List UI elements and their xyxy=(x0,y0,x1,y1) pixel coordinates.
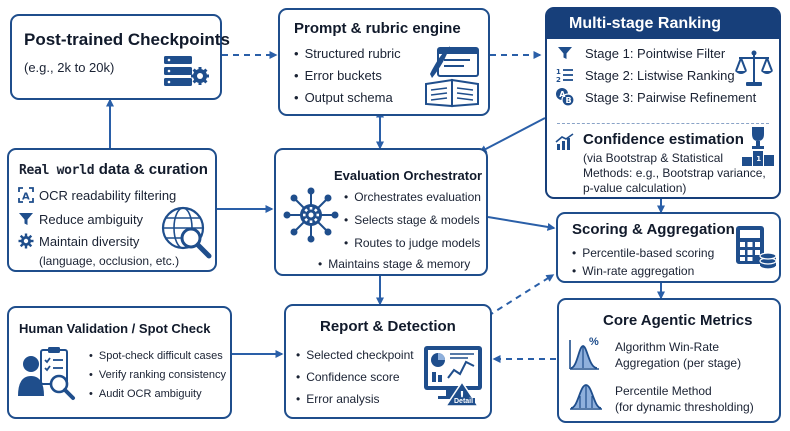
confidence-line-2: Methods: e.g., Bootstrap variance, xyxy=(583,166,766,180)
ranking-title: Multi-stage Ranking xyxy=(547,9,779,39)
arrow-ranking-to-orchestrator xyxy=(478,117,546,153)
svg-text:1: 1 xyxy=(556,68,561,76)
report-item-confidence: Confidence score xyxy=(296,370,399,384)
report-box: Report & Detection Selected checkpoint C… xyxy=(284,304,492,419)
book-quill-icon xyxy=(425,46,479,108)
checkpoints-title: Post-trained Checkpoints xyxy=(24,30,230,49)
human-item-consistency: Verify ranking consistency xyxy=(89,369,226,381)
svg-text:1: 1 xyxy=(756,155,761,163)
rising-chart-icon xyxy=(555,133,574,150)
human-item-spot-check: Spot-check difficult cases xyxy=(89,350,223,362)
scales-icon xyxy=(735,50,773,86)
numbered-list-icon: 1 2 xyxy=(556,68,573,83)
report-title: Report & Detection xyxy=(320,318,456,335)
metrics-m2-line-2: (for dynamic thresholding) xyxy=(615,400,754,414)
curation-item-diversity: Maintain diversity xyxy=(39,234,140,249)
prompt-item-rubric: Structured rubric xyxy=(294,46,401,61)
scoring-item-percentile: Percentile-based scoring xyxy=(572,246,714,260)
person-checklist-icon xyxy=(18,347,75,400)
metrics-m1-line-2: Aggregation (per stage) xyxy=(615,356,742,370)
orchestrator-item-memory: Maintains stage & memory xyxy=(318,257,470,271)
scoring-title: Scoring & Aggregation xyxy=(572,221,735,238)
ranking-box: Multi-stage Ranking Stage 1: Pointwise F… xyxy=(545,7,781,199)
human-item-ocr-audit: Audit OCR ambiguity xyxy=(89,388,202,400)
svg-text:!: ! xyxy=(459,389,464,403)
prompt-engine-box: Prompt & rubric engine Structured rubric… xyxy=(278,8,490,116)
curation-title: Real world data & curation xyxy=(19,161,208,179)
bell-curve-percent-icon xyxy=(569,340,599,370)
svg-text:B: B xyxy=(566,96,572,105)
bell-curve-icon xyxy=(570,384,602,410)
confidence-title: Confidence estimation xyxy=(583,131,744,148)
report-item-checkpoint: Selected checkpoint xyxy=(296,348,413,362)
curation-title-suffix: data & curation xyxy=(98,161,208,178)
gear-icon xyxy=(18,233,34,249)
human-validation-title: Human Validation / Spot Check xyxy=(19,321,211,336)
scoring-box: Scoring & Aggregation Percentile-based s… xyxy=(556,212,781,283)
curation-box: Real world data & curation A OCR readabi… xyxy=(7,148,217,272)
orchestrator-title: Evaluation Orchestrator xyxy=(334,168,483,183)
checkpoints-box: Post-trained Checkpoints (e.g., 2k to 20… xyxy=(10,14,230,100)
scoring-item-winrate: Win-rate aggregation xyxy=(572,264,694,278)
report-item-errors: Error analysis xyxy=(296,392,379,406)
globe-magnifier-icon xyxy=(161,206,212,259)
orchestrator-item-select: Selects stage & models xyxy=(344,213,479,227)
metrics-m1-line-1: Algorithm Win-Rate xyxy=(615,340,720,354)
ranking-divider xyxy=(557,123,769,124)
ranking-stage-2: Stage 2: Listwise Ranking xyxy=(585,68,735,83)
ranking-stage-1: Stage 1: Pointwise Filter xyxy=(585,46,726,61)
arrow-report-to-scoring xyxy=(487,274,555,317)
prompt-item-buckets: Error buckets xyxy=(294,68,382,83)
human-validation-box: Human Validation / Spot Check Spot-check… xyxy=(7,306,232,419)
orchestrator-item-evaluate: Orchestrates evaluation xyxy=(344,190,481,204)
dashboard-monitor-icon: ! xyxy=(424,346,482,407)
metrics-m2-line-1: Percentile Method xyxy=(615,384,712,398)
curation-note: (language, occlusion, etc.) xyxy=(39,254,180,268)
metrics-percent-label: % xyxy=(589,336,599,348)
ranking-stage-3: Stage 3: Pairwise Refinement xyxy=(585,90,757,105)
svg-text:2: 2 xyxy=(556,76,561,83)
confidence-line-1: (via Bootstrap & Statistical xyxy=(583,151,724,165)
network-hub-icon xyxy=(283,187,339,243)
svg-text:A: A xyxy=(559,90,566,99)
curation-item-ambiguity: Reduce ambiguity xyxy=(39,212,144,227)
prompt-item-schema: Output schema xyxy=(294,90,393,105)
filter-icon xyxy=(19,213,33,225)
server-gear-icon xyxy=(164,56,209,86)
checkpoints-subtitle: (e.g., 2k to 20k) xyxy=(24,60,115,75)
curation-title-prefix: Real world xyxy=(19,163,95,178)
ocr-text-icon: A xyxy=(18,187,34,203)
orchestrator-item-route: Routes to judge models xyxy=(344,236,480,250)
svg-text:A: A xyxy=(22,192,30,203)
metrics-title: Core Agentic Metrics xyxy=(603,312,753,329)
funnel-icon xyxy=(558,47,572,59)
prompt-engine-title: Prompt & rubric engine xyxy=(294,20,461,37)
orchestrator-box: Evaluation Orchestrator Orchestrates eva… xyxy=(274,148,488,276)
arrow-orchestrator-to-scoring xyxy=(487,216,556,231)
report-detail-label: Detail xyxy=(452,398,476,405)
ab-compare-icon: A B xyxy=(556,88,575,107)
confidence-line-3: p-value calculation) xyxy=(583,181,687,195)
curation-item-ocr: OCR readability filtering xyxy=(39,188,177,203)
metrics-box: Core Agentic Metrics % Algorithm Win-Rat… xyxy=(557,298,781,423)
podium-trophy-icon: 1 xyxy=(742,127,774,166)
calculator-icon xyxy=(736,226,777,270)
